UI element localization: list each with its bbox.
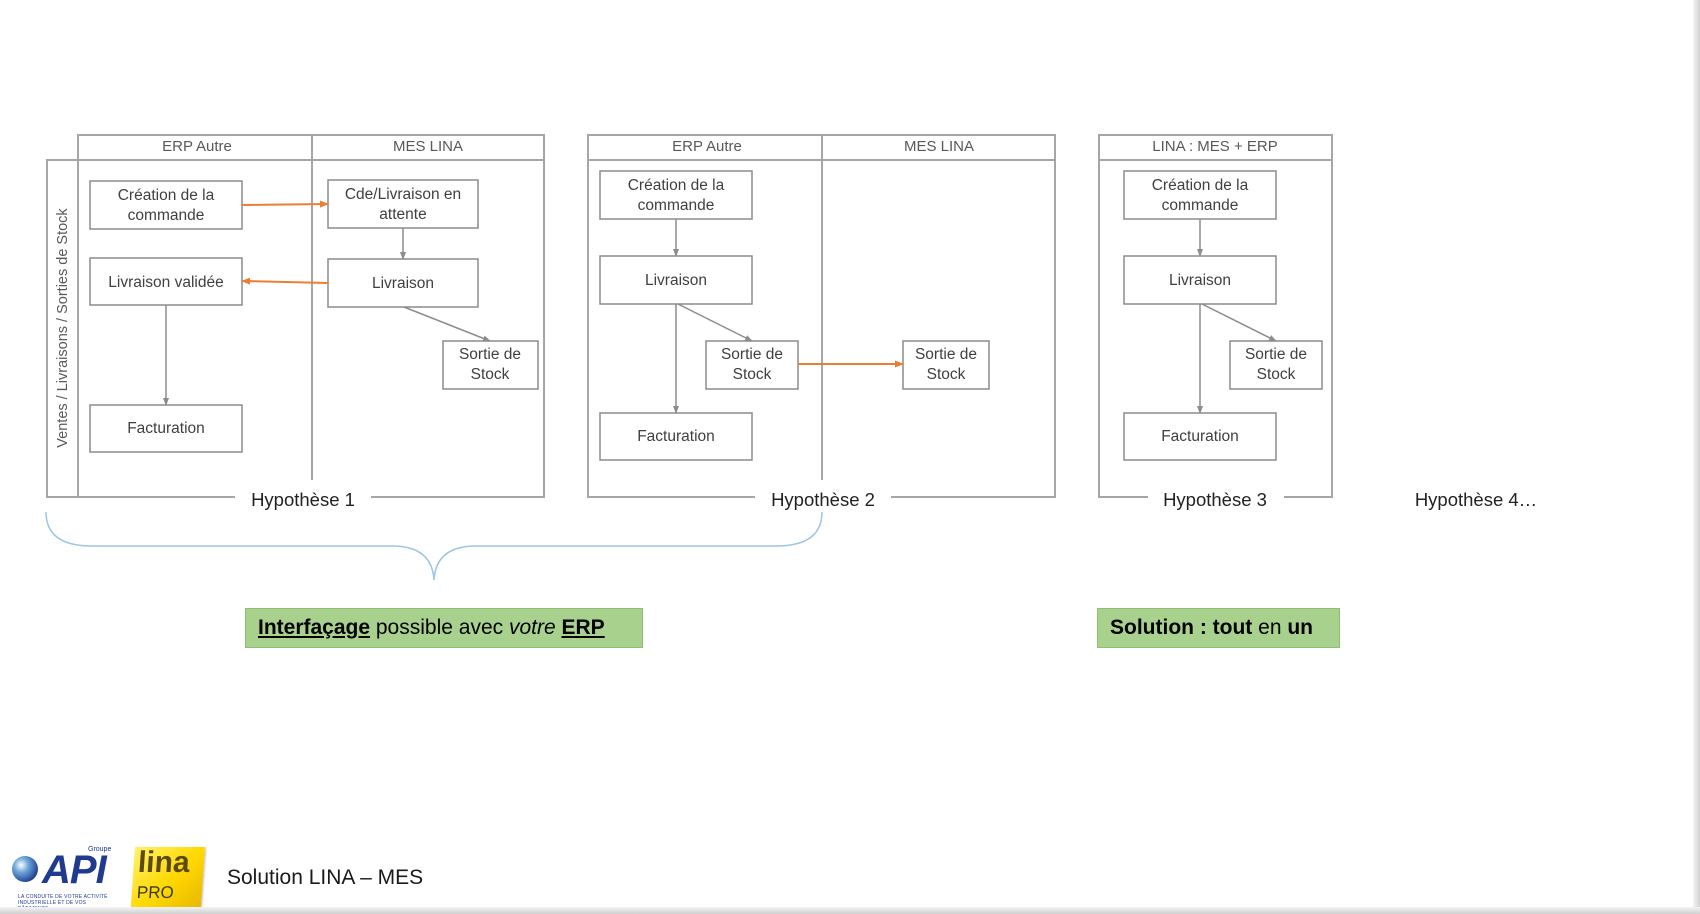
svg-text:commande: commande <box>128 207 205 224</box>
lina-pro-logo: lina PRO <box>130 846 206 907</box>
svg-text:Cde/Livraison en: Cde/Livraison en <box>345 186 461 203</box>
banner-solution-prefix: Solution : <box>1110 616 1213 639</box>
hypothesis-2: ERP Autre MES LINA Création de la comman… <box>587 134 1056 512</box>
svg-text:Stock: Stock <box>927 366 966 383</box>
svg-text:Création de la: Création de la <box>118 187 215 204</box>
api-logo-word: API <box>42 848 107 892</box>
banner-interfacage-text: possible avec <box>370 616 509 639</box>
h1-lane-mes-title: MES LINA <box>393 138 463 155</box>
svg-text:commande: commande <box>638 197 715 214</box>
h1-box-livraison: Livraison <box>327 258 479 308</box>
svg-text:commande: commande <box>1162 197 1239 214</box>
lina-logo-word: lina <box>136 846 191 879</box>
svg-text:Livraison: Livraison <box>645 272 707 289</box>
svg-text:Stock: Stock <box>733 366 772 383</box>
svg-text:Livraison: Livraison <box>1169 272 1231 289</box>
hypothesis-3: LINA : MES + ERP Création de la commande… <box>1098 134 1333 512</box>
svg-text:Facturation: Facturation <box>127 420 205 437</box>
h3-box-facturation: Facturation <box>1123 412 1277 461</box>
h1-lane-erp-title: ERP Autre <box>162 138 232 155</box>
footer-title: Solution LINA – MES <box>227 866 424 889</box>
banner-interfacage: Interfaçage possible avec votre ERP <box>245 608 643 648</box>
slide-edge-bottom <box>0 907 1700 914</box>
svg-text:attente: attente <box>379 206 426 223</box>
h2-label: Hypothèse 2 <box>771 489 875 510</box>
lina-logo-pro: PRO <box>136 883 175 902</box>
svg-text:Facturation: Facturation <box>637 428 715 445</box>
api-logo: Groupe API LA CONDUITE DE VOTRE ACTIVITÉ… <box>8 846 118 912</box>
banner-interfacage-votre: votre <box>508 616 556 639</box>
svg-text:Livraison: Livraison <box>372 275 434 292</box>
banner-interfacage-erp: ERP <box>561 616 605 639</box>
banner-solution-un: un <box>1287 616 1313 639</box>
svg-text:Création de la: Création de la <box>1152 177 1249 194</box>
h4-label: Hypothèse 4… <box>1415 489 1537 510</box>
svg-text:Sortie de: Sortie de <box>721 346 783 363</box>
h3-box-creation: Création de la commande <box>1123 170 1277 220</box>
h3-label: Hypothèse 3 <box>1163 489 1267 510</box>
banner-solution: Solution : tout en un <box>1097 608 1340 648</box>
hypothesis-1: Ventes / Livraisons / Sorties de Stock E… <box>46 134 545 512</box>
h2-box-facturation: Facturation <box>599 412 753 461</box>
h2-box-livraison: Livraison <box>599 255 753 305</box>
h1-box-facturation: Facturation <box>89 404 243 453</box>
svg-text:Sortie de: Sortie de <box>915 346 977 363</box>
h3-box-sortie-stock: Sortie de Stock <box>1229 340 1323 390</box>
svg-text:Création de la: Création de la <box>628 177 725 194</box>
h1-box-creation: Création de la commande <box>89 180 243 230</box>
h1-box-cde-attente: Cde/Livraison en attente <box>327 179 479 229</box>
h1-arrow-livraison-to-sortie <box>403 306 491 342</box>
banner-solution-tout: tout <box>1212 616 1253 639</box>
h1-arrow-creation-to-attente <box>241 200 329 208</box>
side-label: Ventes / Livraisons / Sorties de Stock <box>55 208 71 448</box>
h2-box-creation: Création de la commande <box>599 170 753 220</box>
svg-text:Livraison validée: Livraison validée <box>108 274 223 291</box>
banner-interfacage-word: Interfaçage <box>258 616 371 639</box>
h3-arrow-livraison-to-sortie <box>1201 303 1277 342</box>
h1-label: Hypothèse 1 <box>251 489 355 510</box>
h2-lane-erp-title: ERP Autre <box>672 138 742 155</box>
h1-box-livraison-validee: Livraison validée <box>89 257 243 306</box>
svg-text:Stock: Stock <box>471 366 510 383</box>
h2-box-sortie-stock-mes: Sortie de Stock <box>902 340 990 390</box>
api-globe-icon <box>12 856 38 882</box>
svg-text:Sortie de: Sortie de <box>459 346 521 363</box>
h2-arrow-livraison-to-sortie <box>677 303 753 342</box>
h2-lane-mes-title: MES LINA <box>904 138 974 155</box>
h1-arrow-livraison-to-validee <box>241 277 329 285</box>
brace-hypotheses-1-2 <box>45 511 823 581</box>
svg-text:Sortie de: Sortie de <box>1245 346 1307 363</box>
api-logo-groupe: Groupe <box>88 846 112 853</box>
h2-box-sortie-stock-erp: Sortie de Stock <box>705 340 799 390</box>
h3-box-livraison: Livraison <box>1123 255 1277 305</box>
slide-edge-right <box>1693 0 1700 914</box>
h3-lane-title: LINA : MES + ERP <box>1152 138 1277 155</box>
svg-text:Stock: Stock <box>1257 366 1296 383</box>
h1-box-sortie-stock: Sortie de Stock <box>442 340 539 390</box>
banner-solution-en: en <box>1252 616 1288 639</box>
svg-text:Facturation: Facturation <box>1161 428 1239 445</box>
